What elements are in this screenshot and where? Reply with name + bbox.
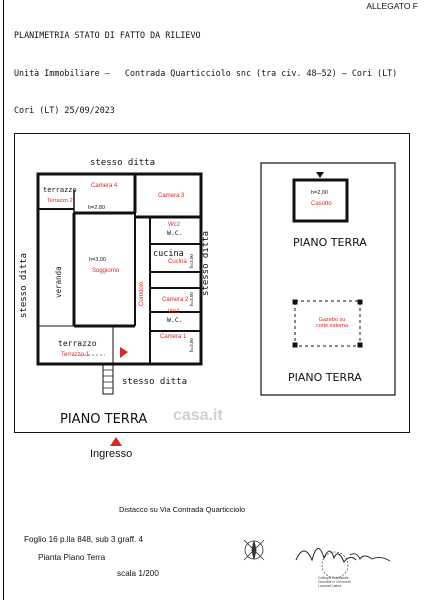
- label-terrazzo-bottom: terrazzo: [58, 339, 97, 348]
- label-stesso-ditta-left: stesso ditta: [19, 252, 29, 318]
- label-h300-camera1: h=3,00: [189, 338, 194, 352]
- room-camera1: Camera 1: [160, 334, 187, 340]
- label-wc-upper: W.C.: [167, 229, 183, 237]
- room-terrazzo2: Terrazzo 2: [47, 198, 73, 204]
- room-camera4: Camera 4: [91, 183, 118, 189]
- room-cucina: Cucina: [168, 259, 187, 265]
- label-h300-cucina: h=3,00: [189, 254, 194, 268]
- room-wc2: Wc2: [168, 222, 180, 228]
- stamp-text: Collegio Provinciale Geometri e Geometri…: [318, 576, 351, 588]
- room-corridoio: Corridoio: [139, 281, 145, 306]
- label-veranda: veranda: [54, 266, 63, 298]
- gazebo-outline: [294, 300, 361, 347]
- label-h300-camera2: h=3,00: [189, 292, 194, 306]
- signature-stamp: [295, 548, 391, 579]
- outbuilding-frame: [260, 162, 396, 396]
- room-terrazzo1: Terrazzo 1: [61, 352, 90, 358]
- room-wc1: Wc1: [168, 309, 180, 315]
- label-h200: h=2,00: [311, 190, 328, 196]
- stairs: [102, 363, 114, 395]
- label-h280: h=2,80: [88, 205, 105, 211]
- footer-foglio: Foglio 16 p.lla 848, sub 3 graff. 4: [24, 535, 144, 544]
- footer-scala: scala 1/200: [117, 569, 159, 578]
- watermark: casa.it: [173, 407, 223, 424]
- compass-icon: [243, 539, 265, 561]
- footer-pianta: Pianta Piano Terra: [38, 553, 106, 562]
- document-header: PLANIMETRIA STATO DI FATTO DA RILIEVO Un…: [14, 4, 397, 129]
- label-wc-lower: W.C.: [167, 316, 183, 324]
- distacco-label: Distacco su Via Contrada Quarticciolo: [119, 505, 246, 514]
- room-camera3: Camera 3: [158, 193, 185, 199]
- allegato-label: ALLEGATO F: [366, 1, 418, 11]
- label-ingresso: Ingresso: [90, 448, 133, 460]
- margin-rule: [3, 0, 4, 600]
- header-title: PLANIMETRIA STATO DI FATTO DA RILIEVO: [14, 30, 201, 40]
- label-cucina: cucina: [153, 249, 184, 259]
- plan-outer-walls: [36, 172, 203, 366]
- label-stesso-ditta-top: stesso ditta: [90, 158, 156, 168]
- header-unit: Unità Immobiliare – Contrada Quarticciol…: [14, 67, 398, 78]
- label-stesso-ditta-right: stesso ditta: [201, 230, 211, 296]
- header-date: Cori (LT) 25/09/2023: [14, 105, 115, 115]
- label-piano-terra-left: PIANO TERRA: [60, 412, 148, 427]
- label-terrazzo-top: terrazzo: [43, 186, 77, 194]
- casotto-walls: [292, 178, 349, 223]
- casotto-entrance-icon: [316, 172, 324, 178]
- room-casotto: Casotto: [311, 201, 332, 207]
- label-piano-terra-right-1: PIANO TERRA: [293, 236, 367, 249]
- ingresso-arrow-icon: [110, 437, 122, 446]
- entrance-marker-icon: [120, 347, 128, 358]
- drawing-frame: [14, 133, 410, 433]
- room-soggiorno: Soggiorno: [92, 268, 120, 274]
- label-stesso-ditta-bottom: stesso ditta: [122, 377, 188, 387]
- room-camera2: Camera 2: [162, 297, 189, 303]
- room-gazebo: Gazebo su corte esterna: [315, 317, 349, 329]
- label-h300-soggiorno: h=3,00: [89, 257, 106, 263]
- label-piano-terra-right-2: PIANO TERRA: [288, 371, 362, 384]
